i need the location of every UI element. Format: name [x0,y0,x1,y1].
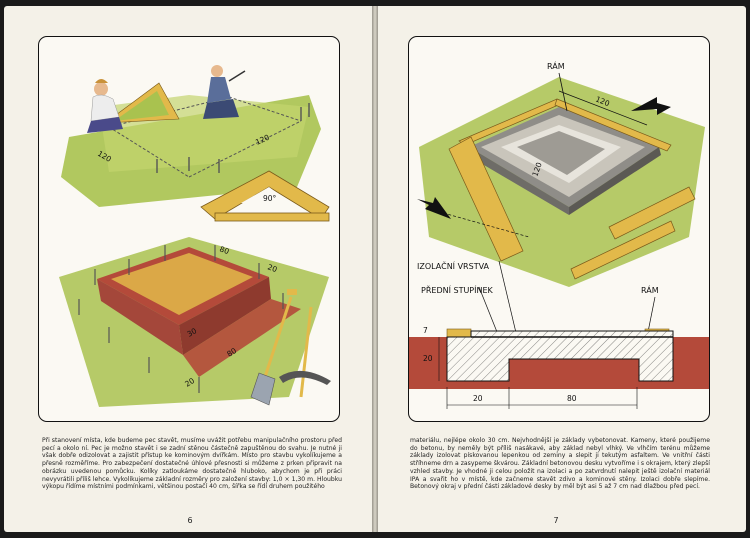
dim-20-bottom: 20 [473,394,483,403]
dim-20-bottom: 20 [183,376,196,389]
dim-80-bottom: 80 [567,394,577,403]
label-insulation: IZOLAČNÍ VRSTVA [417,260,490,271]
frame-scene: RÁM 120 120 [417,60,705,287]
dim-7-left: 7 [423,326,428,335]
excavation-scene: 80 20 30 80 20 [59,237,331,407]
staking-scene: 120 120 90° [61,65,330,222]
label-front-step: PŘEDNÍ STUPÍNEK [421,284,494,295]
left-paragraph: Při stanovení místa, kde budeme pec stav… [42,437,342,491]
arrow-right-icon [631,97,671,115]
worker-left [87,79,123,133]
dim-20-left: 20 [423,354,433,363]
label-frame-section: RÁM [641,284,659,295]
left-illustration-frame: 120 120 90° [38,36,340,422]
left-page: 120 120 90° [4,6,372,532]
right-page-number: 7 [553,516,559,525]
dim-80-top: 80 [218,244,230,256]
right-illustration: RÁM 120 120 IZOLAČNÍ VRSTVA PŘEDNÍ STUPÍ… [409,60,709,409]
cross-section: IZOLAČNÍ VRSTVA PŘEDNÍ STUPÍNEK RÁM 7 [409,260,709,409]
right-paragraph: materiálu, nejlépe okolo 30 cm. Nejvhodn… [410,437,710,491]
left-page-number: 6 [187,516,193,525]
right-illustration-frame: RÁM 120 120 IZOLAČNÍ VRSTVA PŘEDNÍ STUPÍ… [408,36,710,422]
dim-20-top-right: 20 [266,262,278,274]
right-page: RÁM 120 120 IZOLAČNÍ VRSTVA PŘEDNÍ STUPÍ… [378,6,746,532]
label-frame-top: RÁM [547,60,565,71]
dim-80-right: 80 [225,346,238,359]
left-illustration: 120 120 90° [59,65,331,407]
angle-label: 90° [263,194,277,203]
pickaxe-icon [279,306,331,398]
worker-right [203,65,246,119]
dim-30-depth: 30 [186,326,199,339]
right-angle-template: 90° [200,170,330,222]
arrow-left-icon [417,197,451,219]
shovel-icon [250,289,297,406]
book-spine [372,6,378,532]
